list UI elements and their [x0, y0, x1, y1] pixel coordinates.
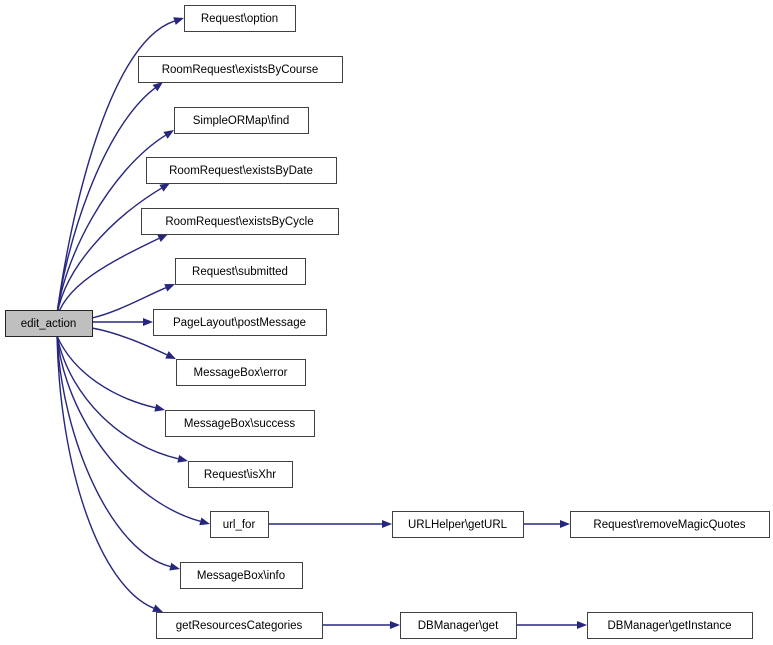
- node-box[interactable]: [176, 359, 306, 386]
- edge-arrowhead: [577, 621, 587, 629]
- edge-line: [56, 335, 171, 568]
- edge-edit_action-to-messagebox_success: [56, 335, 165, 412]
- graph-node-getResourcesCategories[interactable]: getResourcesCategories: [156, 612, 323, 639]
- edge-arrowhead: [165, 351, 176, 359]
- node-box[interactable]: [400, 612, 517, 639]
- graph-node-messagebox_error[interactable]: MessageBox\error: [176, 359, 306, 386]
- graph-node-postMessage[interactable]: PageLayout\postMessage: [153, 309, 327, 336]
- edge-arrowhead: [560, 520, 570, 528]
- graph-node-url_for[interactable]: url_for: [210, 511, 269, 538]
- edge-arrowhead: [154, 403, 165, 412]
- edge-line: [55, 87, 156, 323]
- node-box[interactable]: [153, 309, 327, 336]
- edge-arrowhead: [143, 318, 153, 326]
- graph-node-edit_action[interactable]: edit_action: [5, 310, 93, 337]
- edge-edit_action-to-simpleormap_find: [55, 130, 174, 323]
- graph-node-request_option[interactable]: Request\option: [184, 5, 296, 32]
- node-box[interactable]: [188, 461, 293, 488]
- edge-edit_action-to-existsByCourse: [55, 82, 163, 323]
- graph-node-request_submitted[interactable]: Request\submitted: [175, 258, 306, 285]
- graph-node-removeMagicQuotes[interactable]: Request\removeMagicQuotes: [570, 511, 770, 538]
- edge-arrowhead: [152, 82, 163, 92]
- edge-arrowhead: [159, 183, 170, 192]
- edge-arrowhead: [164, 284, 175, 292]
- node-box[interactable]: [5, 310, 93, 337]
- node-box[interactable]: [138, 56, 343, 83]
- node-box[interactable]: [141, 208, 339, 235]
- node-box[interactable]: [146, 157, 337, 184]
- node-box[interactable]: [392, 511, 524, 538]
- edge-arrowhead: [199, 517, 210, 526]
- edge-line: [55, 187, 162, 323]
- node-box[interactable]: [587, 612, 753, 639]
- edge-edit_action-to-url_for: [56, 335, 210, 526]
- graph-node-existsByCourse[interactable]: RoomRequest\existsByCourse: [138, 56, 343, 83]
- edge-arrowhead: [177, 454, 188, 463]
- edge-line: [56, 335, 179, 460]
- edge-arrowhead: [152, 604, 163, 612]
- edge-arrowhead: [169, 562, 180, 571]
- node-box[interactable]: [184, 5, 296, 32]
- graph-node-existsByDate[interactable]: RoomRequest\existsByDate: [146, 157, 337, 184]
- edge-arrowhead: [163, 130, 174, 139]
- edge-edit_action-to-messagebox_info: [56, 335, 180, 571]
- edge-arrowhead: [382, 520, 392, 528]
- graph-node-simpleormap_find[interactable]: SimpleORMap\find: [174, 107, 309, 134]
- edge-edit_action-to-request_submitted: [91, 284, 175, 319]
- edge-line: [91, 327, 168, 356]
- node-box[interactable]: [180, 562, 303, 589]
- edge-line: [56, 335, 201, 523]
- edge-line: [55, 134, 166, 323]
- edge-edit_action-to-request_isxhr: [56, 335, 188, 463]
- edges-layer: [55, 17, 587, 629]
- edge-arrowhead: [173, 17, 184, 25]
- edge-dbmanager_get-to-dbmanager_getinstance: [516, 621, 587, 629]
- edge-line: [56, 335, 155, 609]
- edge-getResourcesCategories-to-dbmanager_get: [322, 621, 400, 629]
- graph-node-messagebox_success[interactable]: MessageBox\success: [165, 410, 315, 437]
- graph-node-messagebox_info[interactable]: MessageBox\info: [180, 562, 303, 589]
- edge-edit_action-to-existsByCycle: [55, 234, 168, 323]
- edge-edit_action-to-existsByDate: [55, 183, 170, 323]
- graph-node-request_isxhr[interactable]: Request\isXhr: [188, 461, 293, 488]
- edge-line: [56, 335, 156, 409]
- graph-node-existsByCycle[interactable]: RoomRequest\existsByCycle: [141, 208, 339, 235]
- node-box[interactable]: [210, 511, 269, 538]
- graph-node-urlhelper_geturl[interactable]: URLHelper\getURL: [392, 511, 524, 538]
- edge-edit_action-to-getResourcesCategories: [56, 335, 163, 612]
- edge-arrowhead: [157, 234, 168, 242]
- node-box[interactable]: [165, 410, 315, 437]
- edge-url_for-to-urlhelper_geturl: [268, 520, 392, 528]
- edge-edit_action-to-messagebox_error: [91, 327, 176, 359]
- node-box[interactable]: [174, 107, 309, 134]
- node-box[interactable]: [570, 511, 770, 538]
- node-box[interactable]: [156, 612, 323, 639]
- node-box[interactable]: [175, 258, 306, 285]
- edge-urlhelper_geturl-to-removeMagicQuotes: [523, 520, 570, 528]
- graph-node-dbmanager_get[interactable]: DBManager\get: [400, 612, 517, 639]
- edge-line: [91, 287, 167, 319]
- edge-arrowhead: [390, 621, 400, 629]
- edge-edit_action-to-postMessage: [92, 318, 153, 326]
- edge-line: [55, 237, 160, 323]
- graph-node-dbmanager_getinstance[interactable]: DBManager\getInstance: [587, 612, 753, 639]
